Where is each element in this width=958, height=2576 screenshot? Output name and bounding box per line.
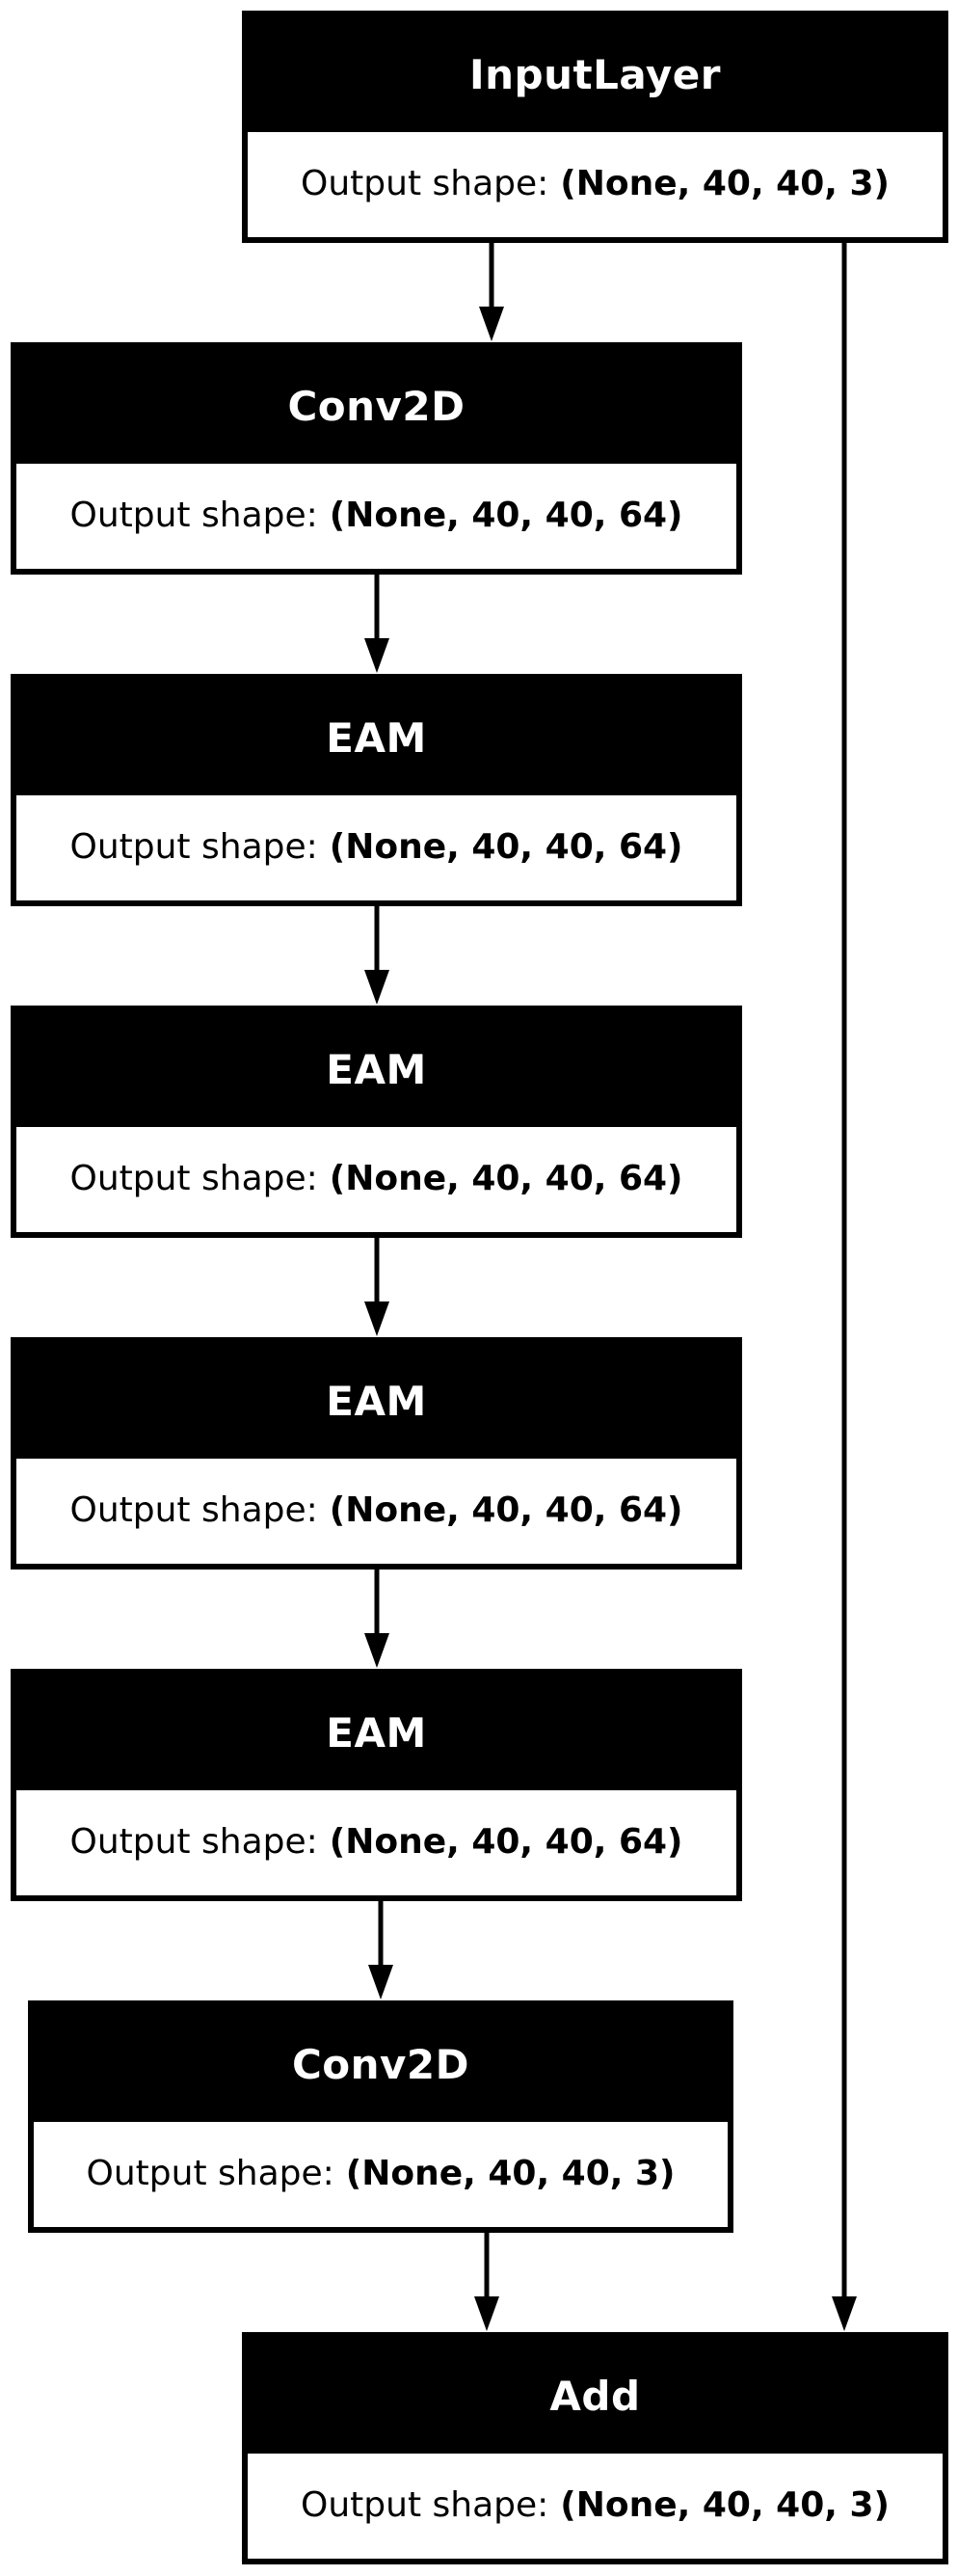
output-shape-value: (None, 40, 40, 3): [560, 163, 890, 203]
output-shape-label: Output shape:: [69, 826, 318, 867]
output-shape-label: Output shape:: [301, 163, 549, 203]
arrowhead-eam3-eam4: [364, 1633, 389, 1668]
node-title: Conv2D: [16, 348, 736, 464]
arrowhead-eam1-eam2: [364, 970, 389, 1005]
node-output-shape: Output shape: (None, 40, 40, 64): [16, 1127, 736, 1229]
arrowhead-eam4-conv2: [368, 1965, 393, 1999]
node-eam-4: EAM Output shape: (None, 40, 40, 64): [11, 1669, 742, 1901]
node-eam-2: EAM Output shape: (None, 40, 40, 64): [11, 1006, 742, 1238]
node-title: EAM: [16, 1343, 736, 1459]
output-shape-value: (None, 40, 40, 64): [329, 1489, 683, 1530]
node-title: Add: [248, 2338, 943, 2454]
node-conv2d-2: Conv2D Output shape: (None, 40, 40, 3): [28, 2000, 733, 2233]
node-output-shape: Output shape: (None, 40, 40, 3): [34, 2122, 728, 2224]
output-shape-value: (None, 40, 40, 3): [345, 2153, 676, 2193]
node-output-shape: Output shape: (None, 40, 40, 64): [16, 464, 736, 566]
node-output-shape: Output shape: (None, 40, 40, 64): [16, 795, 736, 898]
output-shape-value: (None, 40, 40, 3): [560, 2484, 890, 2525]
node-eam-3: EAM Output shape: (None, 40, 40, 64): [11, 1337, 742, 1570]
node-output-shape: Output shape: (None, 40, 40, 64): [16, 1790, 736, 1892]
node-conv2d-1: Conv2D Output shape: (None, 40, 40, 64): [11, 342, 742, 575]
node-output-shape: Output shape: (None, 40, 40, 64): [16, 1459, 736, 1561]
output-shape-label: Output shape:: [69, 1158, 318, 1198]
arrowhead-conv1-eam1: [364, 638, 389, 673]
arrowhead-conv2-add: [474, 2296, 499, 2331]
output-shape-value: (None, 40, 40, 64): [329, 495, 683, 535]
node-output-shape: Output shape: (None, 40, 40, 3): [248, 2454, 943, 2556]
output-shape-label: Output shape:: [69, 1821, 318, 1862]
arrowhead-input-conv1: [479, 307, 504, 341]
output-shape-label: Output shape:: [301, 2484, 549, 2525]
output-shape-value: (None, 40, 40, 64): [329, 1158, 683, 1198]
output-shape-value: (None, 40, 40, 64): [329, 826, 683, 867]
node-eam-1: EAM Output shape: (None, 40, 40, 64): [11, 674, 742, 906]
node-title: EAM: [16, 1011, 736, 1127]
output-shape-value: (None, 40, 40, 64): [329, 1821, 683, 1862]
output-shape-label: Output shape:: [86, 2153, 334, 2193]
arrowhead-input-add: [832, 2296, 857, 2331]
node-title: InputLayer: [248, 16, 943, 132]
output-shape-label: Output shape:: [69, 495, 318, 535]
node-title: EAM: [16, 1675, 736, 1790]
node-add: Add Output shape: (None, 40, 40, 3): [242, 2332, 948, 2564]
node-input-layer: InputLayer Output shape: (None, 40, 40, …: [242, 11, 948, 243]
node-output-shape: Output shape: (None, 40, 40, 3): [248, 132, 943, 234]
node-title: EAM: [16, 680, 736, 795]
node-title: Conv2D: [34, 2006, 728, 2122]
output-shape-label: Output shape:: [69, 1489, 318, 1530]
arrowhead-eam2-eam3: [364, 1301, 389, 1336]
